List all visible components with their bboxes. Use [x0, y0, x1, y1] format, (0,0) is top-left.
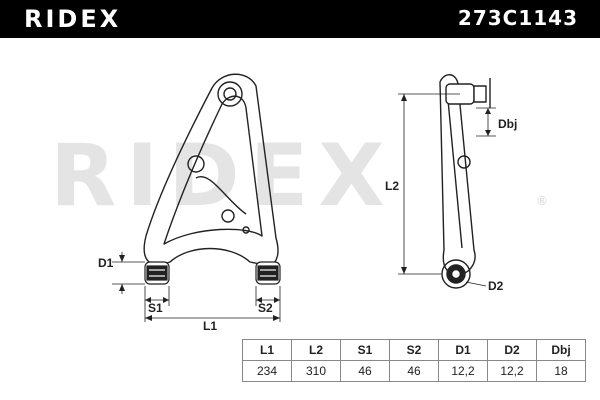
bushing-left: [144, 261, 170, 285]
control-arm-side-view: [439, 74, 491, 289]
spec-value: 12,2: [487, 360, 537, 382]
label-l1: L1: [203, 319, 217, 333]
spec-header: S1: [340, 339, 390, 361]
arm-hole-small: [242, 226, 250, 234]
arm-hole-lower: [221, 209, 235, 223]
arm-hole-upper: [187, 155, 205, 173]
spec-value: 234: [242, 360, 292, 382]
spec-header: L1: [242, 339, 292, 361]
spec-value: 46: [389, 360, 439, 382]
watermark-registered-mark: ®: [536, 194, 548, 208]
label-dbj: Dbj: [498, 117, 517, 131]
spec-header: S2: [389, 339, 439, 361]
spec-header: D2: [487, 339, 537, 361]
arm-outline: [143, 73, 279, 267]
control-arm-diagram: RIDEX ®: [50, 73, 548, 333]
label-d2: D2: [488, 279, 504, 293]
control-arm-front-view: [143, 73, 279, 267]
label-s1: S1: [148, 301, 163, 315]
ball-joint-eye: [217, 81, 243, 107]
label-d1: D1: [98, 256, 114, 270]
brand-logo: RIDEX: [24, 5, 122, 33]
arm-web-rib: [195, 175, 247, 215]
part-number: 273C1143: [457, 6, 578, 30]
header-bar: RIDEX 273C1143: [0, 0, 600, 38]
spec-value: 12,2: [438, 360, 488, 382]
side-boss: [457, 155, 471, 169]
spec-header: L2: [291, 339, 341, 361]
side-arm-body: [439, 74, 476, 275]
spec-value: 18: [536, 360, 586, 382]
spec-value: 310: [291, 360, 341, 382]
spec-value: 46: [340, 360, 390, 382]
specs-header-row: L1 L2 S1 S2 D1 D2 Dbj: [242, 339, 586, 361]
front-dimension-arrows: [119, 255, 280, 321]
side-dimension-arrows: [401, 94, 491, 274]
spec-header: D1: [438, 339, 488, 361]
watermark-logo: RIDEX: [50, 126, 395, 226]
specs-value-row: 234 310 46 46 12,2 12,2 18: [242, 360, 586, 382]
side-dimensions: [398, 93, 496, 287]
ball-joint-stud: [473, 85, 487, 103]
label-s2: S2: [258, 301, 273, 315]
side-bushing-bore: [452, 270, 460, 278]
specs-table: L1 L2 S1 S2 D1 D2 Dbj 234 310 46 46 12,2…: [242, 339, 586, 382]
side-arm-ridge: [447, 99, 463, 249]
label-l2: L2: [385, 179, 399, 193]
bushing-right: [255, 261, 281, 285]
spec-header: Dbj: [536, 339, 586, 361]
ball-joint-bore: [223, 87, 237, 101]
